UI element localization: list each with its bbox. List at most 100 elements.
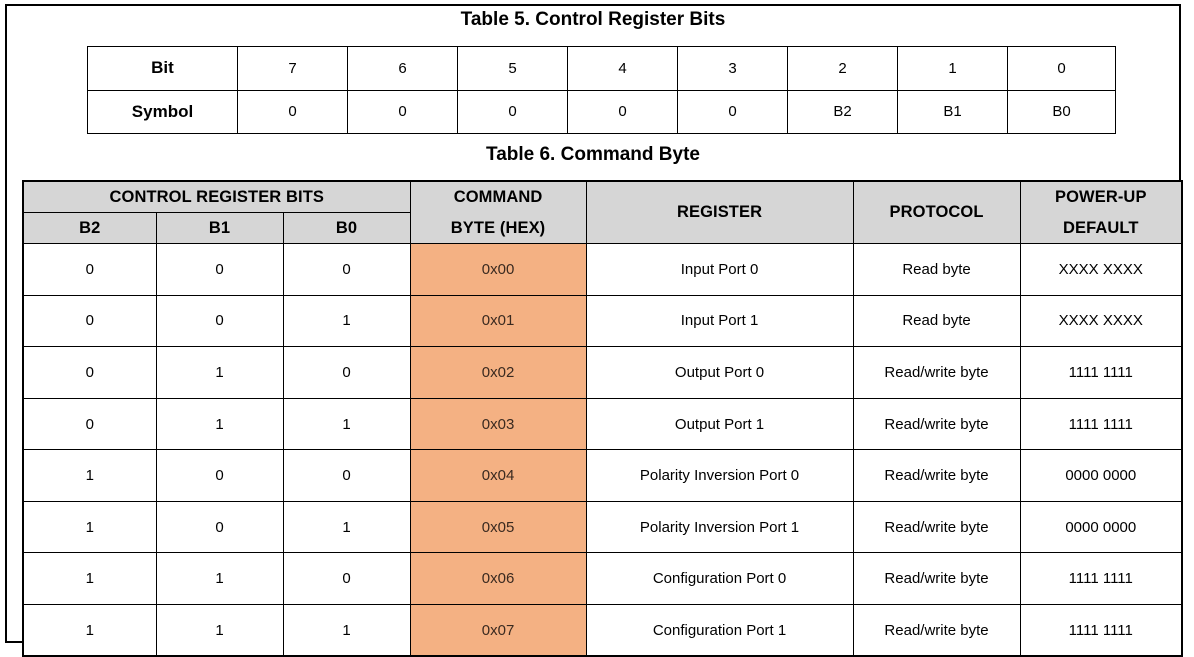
table5-cell: B1: [897, 89, 1008, 134]
table5-cell: 0: [347, 89, 458, 134]
table5-title: Table 5. Control Register Bits: [460, 9, 726, 30]
cell-b2: 1: [22, 603, 157, 657]
table5: Bit 7 6 5 4 3 2 1 0 Symbol 0 0 0 0 0: [87, 46, 1116, 134]
table6-head: CONTROL REGISTER BITS COMMAND BYTE (HEX)…: [22, 180, 1183, 245]
table5-cell: 0: [457, 89, 568, 134]
table5-cell: 1: [897, 46, 1008, 91]
cell-command-byte: 0x03: [409, 397, 587, 451]
cell-b1: 1: [155, 397, 284, 451]
cell-b2: 1: [22, 449, 157, 502]
cell-command-byte: 0x05: [409, 500, 587, 554]
table6-body: 0 0 0 0x00 Input Port 0 Read byte XXXX X…: [22, 243, 1183, 657]
header-command-line1: COMMAND: [453, 188, 543, 206]
table5-cell: 0: [567, 89, 678, 134]
cell-register: Configuration Port 1: [585, 603, 854, 657]
cell-command-byte: 0x02: [409, 346, 587, 399]
table5-cell: 4: [567, 46, 678, 91]
table6-header-row-1: CONTROL REGISTER BITS COMMAND BYTE (HEX)…: [22, 180, 1183, 245]
table6: CONTROL REGISTER BITS COMMAND BYTE (HEX)…: [22, 180, 1184, 657]
header-command-line2: BYTE (HEX): [450, 218, 546, 237]
cell-protocol: Read/write byte: [852, 346, 1021, 399]
cell-register: Polarity Inversion Port 1: [585, 500, 854, 554]
table5-cell: 7: [237, 46, 348, 91]
cell-protocol: Read byte: [852, 294, 1021, 348]
cell-b0: 1: [282, 500, 411, 554]
cell-power-up-default: 1111 1111: [1019, 397, 1183, 451]
cell-register: Output Port 0: [585, 346, 854, 399]
table-row: 1 1 0 0x06 Configuration Port 0 Read/wri…: [22, 552, 1183, 605]
cell-register: Configuration Port 0: [585, 552, 854, 605]
table5-cell: 0: [1007, 46, 1116, 91]
cell-b1: 0: [155, 500, 284, 554]
cell-b0: 0: [282, 243, 411, 296]
table5-cell: 6: [347, 46, 458, 91]
cell-b2: 0: [22, 294, 157, 348]
cell-power-up-default: 0000 0000: [1019, 449, 1183, 502]
cell-command-byte: 0x07: [409, 603, 587, 657]
header-b1: B1: [155, 212, 284, 245]
header-protocol: PROTOCOL: [852, 180, 1021, 245]
header-powerup-line1: POWER-UP: [1055, 188, 1147, 206]
table-row: 1 1 1 0x07 Configuration Port 1 Read/wri…: [22, 603, 1183, 657]
cell-protocol: Read/write byte: [852, 397, 1021, 451]
table5-cell: 5: [457, 46, 568, 91]
header-command-byte: COMMAND BYTE (HEX): [409, 180, 587, 245]
cell-power-up-default: XXXX XXXX: [1019, 243, 1183, 296]
cell-b1: 0: [155, 449, 284, 502]
cell-b2: 0: [22, 346, 157, 399]
table5-row-label: Symbol: [87, 89, 238, 134]
cell-power-up-default: 1111 1111: [1019, 346, 1183, 399]
cell-b1: 1: [155, 346, 284, 399]
cell-register: Polarity Inversion Port 0: [585, 449, 854, 502]
cell-b0: 1: [282, 397, 411, 451]
table5-row-bit: Bit 7 6 5 4 3 2 1 0: [87, 46, 1116, 91]
cell-protocol: Read/write byte: [852, 603, 1021, 657]
table-row: 1 0 0 0x04 Polarity Inversion Port 0 Rea…: [22, 449, 1183, 502]
cell-b1: 1: [155, 603, 284, 657]
table5-cell: 3: [677, 46, 788, 91]
cell-protocol: Read/write byte: [852, 500, 1021, 554]
cell-command-byte: 0x01: [409, 294, 587, 348]
cell-b0: 0: [282, 449, 411, 502]
cell-power-up-default: 1111 1111: [1019, 603, 1183, 657]
table5-cell: B0: [1007, 89, 1116, 134]
cell-command-byte: 0x00: [409, 243, 587, 296]
cell-b0: 1: [282, 603, 411, 657]
table5-row-symbol: Symbol 0 0 0 0 0 B2 B1 B0: [87, 89, 1116, 134]
table5-cell: 2: [787, 46, 898, 91]
table-row: 0 0 0 0x00 Input Port 0 Read byte XXXX X…: [22, 243, 1183, 296]
table-row: 1 0 1 0x05 Polarity Inversion Port 1 Rea…: [22, 500, 1183, 554]
header-power-up-default: POWER-UP DEFAULT: [1019, 180, 1183, 245]
header-b0: B0: [282, 212, 411, 245]
document-page: Table 5. Control Register Bits Bit 7 6 5…: [5, 4, 1184, 657]
cell-b1: 0: [155, 294, 284, 348]
table5-cell: B2: [787, 89, 898, 134]
cell-b2: 1: [22, 500, 157, 554]
cell-protocol: Read/write byte: [852, 449, 1021, 502]
cell-register: Output Port 1: [585, 397, 854, 451]
cell-protocol: Read byte: [852, 243, 1021, 296]
cell-b1: 0: [155, 243, 284, 296]
table6-title: Table 6. Command Byte: [486, 144, 700, 165]
cell-register: Input Port 0: [585, 243, 854, 296]
cell-b2: 0: [22, 243, 157, 296]
cell-command-byte: 0x04: [409, 449, 587, 502]
cell-command-byte: 0x06: [409, 552, 587, 605]
cell-b1: 1: [155, 552, 284, 605]
table-row: 0 1 1 0x03 Output Port 1 Read/write byte…: [22, 397, 1183, 451]
table5-container: Bit 7 6 5 4 3 2 1 0 Symbol 0 0 0 0 0: [87, 46, 1116, 134]
table-row: 0 1 0 0x02 Output Port 0 Read/write byte…: [22, 346, 1183, 399]
cell-power-up-default: XXXX XXXX: [1019, 294, 1183, 348]
cell-power-up-default: 0000 0000: [1019, 500, 1183, 554]
table5-row-label: Bit: [87, 46, 238, 91]
table6-container: CONTROL REGISTER BITS COMMAND BYTE (HEX)…: [22, 180, 1184, 657]
cell-protocol: Read/write byte: [852, 552, 1021, 605]
cell-b2: 1: [22, 552, 157, 605]
table5-cell: 0: [237, 89, 348, 134]
header-register: REGISTER: [585, 180, 854, 245]
cell-b0: 0: [282, 552, 411, 605]
cell-b0: 0: [282, 346, 411, 399]
table5-cell: 0: [677, 89, 788, 134]
table6-header-row-2: B2 B1 B0: [22, 212, 1182, 245]
header-b2: B2: [22, 212, 157, 245]
